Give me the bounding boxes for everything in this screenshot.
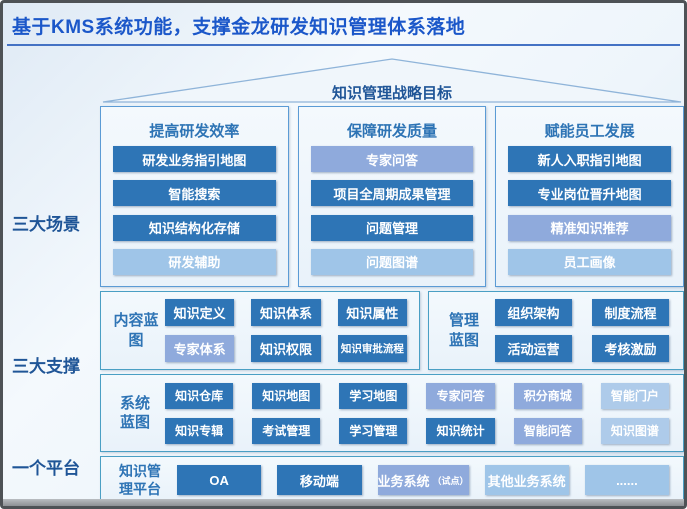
platform-button-label: ...... bbox=[616, 472, 638, 488]
column-header: 保障研发质量 bbox=[347, 123, 438, 140]
feature-button[interactable]: 新人入职指引地图 bbox=[508, 146, 672, 172]
feature-button[interactable]: 知识统计 bbox=[426, 417, 495, 444]
column-rd-efficiency: 提高研发效率 研发业务指引地图 智能搜索 知识结构化存储 研发辅助 bbox=[100, 106, 289, 287]
feature-button[interactable]: 制度流程 bbox=[592, 299, 669, 326]
feature-button[interactable]: 专业岗位晋升地图 bbox=[508, 180, 672, 207]
feature-button[interactable]: 精准知识推荐 bbox=[508, 214, 672, 241]
feature-button[interactable]: 考核激励 bbox=[592, 335, 669, 362]
management-blueprint-grid: 组织架构 制度流程 活动运营 考核激励 bbox=[495, 299, 669, 362]
feature-button[interactable]: 知识结构化存储 bbox=[113, 214, 276, 241]
feature-button[interactable]: 活动运营 bbox=[495, 335, 572, 362]
strategic-goal-roof: 知识管理战略目标 bbox=[100, 57, 684, 104]
platform-button[interactable]: 其他业务系统 bbox=[484, 465, 569, 495]
feature-button[interactable]: 知识专辑 bbox=[165, 417, 234, 444]
column-body: 专家问答 项目全周期成果管理 问题管理 问题图谱 bbox=[310, 146, 474, 275]
platform-section: 知识管理平台 OA 移动端 业务系统（试点） 其他业务系统 ...... bbox=[100, 456, 684, 504]
platform-button[interactable]: 业务系统（试点） bbox=[377, 465, 469, 495]
slide-bottom-edge bbox=[3, 499, 684, 506]
feature-button[interactable]: 员工画像 bbox=[508, 248, 672, 275]
feature-button[interactable]: 知识权限 bbox=[251, 335, 321, 362]
feature-button[interactable]: 知识属性 bbox=[337, 299, 407, 326]
feature-button[interactable]: 专家问答 bbox=[426, 382, 495, 409]
column-header: 提高研发效率 bbox=[149, 123, 240, 140]
feature-button[interactable]: 智能搜索 bbox=[113, 180, 276, 207]
platform-row: OA 移动端 业务系统（试点） 其他业务系统 ...... bbox=[177, 465, 670, 495]
feature-button[interactable]: 知识图谱 bbox=[600, 417, 669, 444]
column-body: 新人入职指引地图 专业岗位晋升地图 精准知识推荐 员工画像 bbox=[508, 146, 672, 275]
title-divider bbox=[7, 44, 680, 46]
feature-button[interactable]: 知识审批流程 bbox=[337, 335, 407, 362]
management-blueprint-section: 管理蓝图 组织架构 制度流程 活动运营 考核激励 bbox=[428, 291, 684, 370]
feature-button[interactable]: 项目全周期成果管理 bbox=[310, 180, 474, 207]
feature-button[interactable]: 智能问答 bbox=[513, 417, 582, 444]
feature-button[interactable]: 考试管理 bbox=[252, 417, 321, 444]
platform-button[interactable]: OA bbox=[177, 465, 262, 495]
feature-button[interactable]: 学习地图 bbox=[339, 382, 408, 409]
side-label-one-platform: 一个平台 bbox=[12, 459, 80, 478]
system-blueprint-section: 系统蓝图 知识仓库 知识地图 学习地图 专家问答 积分商城 智能门户 知识专辑 … bbox=[100, 374, 684, 452]
platform-label: 知识管理平台 bbox=[119, 462, 161, 497]
feature-button[interactable]: 积分商城 bbox=[513, 382, 582, 409]
platform-button-suffix: （试点） bbox=[432, 475, 469, 486]
column-rd-quality: 保障研发质量 专家问答 项目全周期成果管理 问题管理 问题图谱 bbox=[297, 106, 487, 287]
roof-triangle-shape bbox=[102, 58, 682, 103]
platform-button-label: 业务系统 bbox=[377, 473, 430, 489]
column-header: 赋能员工发展 bbox=[544, 123, 635, 140]
feature-button[interactable]: 专家体系 bbox=[165, 335, 235, 362]
scenario-columns: 提高研发效率 研发业务指引地图 智能搜索 知识结构化存储 研发辅助 保障研发质量… bbox=[100, 106, 684, 287]
column-employee-development: 赋能员工发展 新人入职指引地图 专业岗位晋升地图 精准知识推荐 员工画像 bbox=[495, 106, 684, 287]
system-blueprint-label: 系统蓝图 bbox=[119, 394, 150, 432]
platform-button[interactable]: ...... bbox=[584, 465, 670, 495]
slide-title: 基于KMS系统功能，支撑金龙研发知识管理体系落地 bbox=[12, 17, 466, 38]
feature-button[interactable]: 研发业务指引地图 bbox=[113, 146, 276, 172]
strategic-goal-label: 知识管理战略目标 bbox=[331, 85, 452, 102]
content-blueprint-grid: 知识定义 知识体系 知识属性 专家体系 知识权限 知识审批流程 bbox=[165, 299, 407, 362]
platform-button-label: OA bbox=[209, 472, 229, 488]
platform-button-label: 移动端 bbox=[299, 473, 339, 489]
feature-button[interactable]: 知识定义 bbox=[165, 299, 235, 326]
feature-button[interactable]: 学习管理 bbox=[339, 417, 408, 444]
platform-button[interactable]: 移动端 bbox=[277, 465, 362, 495]
feature-button[interactable]: 知识仓库 bbox=[165, 382, 234, 409]
side-label-three-supports: 三大支撑 bbox=[12, 357, 80, 376]
side-label-three-scenarios: 三大场景 bbox=[12, 215, 80, 234]
feature-button[interactable]: 问题图谱 bbox=[310, 248, 474, 275]
feature-button[interactable]: 专家问答 bbox=[310, 146, 474, 172]
feature-button[interactable]: 智能门户 bbox=[600, 382, 669, 409]
feature-button[interactable]: 知识地图 bbox=[252, 382, 321, 409]
feature-button[interactable]: 研发辅助 bbox=[113, 248, 276, 275]
feature-button[interactable]: 组织架构 bbox=[495, 299, 572, 326]
feature-button[interactable]: 知识体系 bbox=[251, 299, 321, 326]
platform-button-label: 其他业务系统 bbox=[487, 473, 566, 489]
content-blueprint-label: 内容蓝图 bbox=[113, 312, 159, 349]
feature-button[interactable]: 问题管理 bbox=[310, 214, 474, 241]
column-body: 研发业务指引地图 智能搜索 知识结构化存储 研发辅助 bbox=[113, 146, 276, 275]
content-blueprint-section: 内容蓝图 知识定义 知识体系 知识属性 专家体系 知识权限 知识审批流程 bbox=[100, 291, 420, 370]
management-blueprint-label: 管理蓝图 bbox=[448, 312, 479, 349]
system-blueprint-grid: 知识仓库 知识地图 学习地图 专家问答 积分商城 智能门户 知识专辑 考试管理 … bbox=[165, 382, 669, 444]
